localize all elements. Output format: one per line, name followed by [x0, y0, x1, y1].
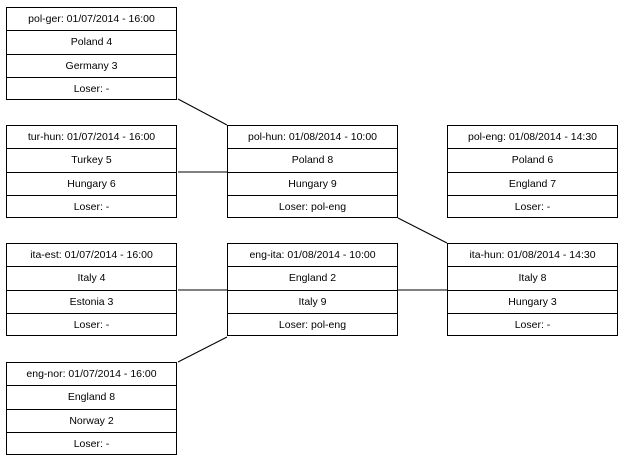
- match-header: eng-nor: 01/07/2014 - 16:00: [7, 363, 176, 387]
- connector-line: [177, 336, 228, 363]
- team-2-score: Germany 3: [7, 55, 176, 78]
- match-header: ita-est: 01/07/2014 - 16:00: [7, 244, 176, 268]
- match-header: eng-ita: 01/08/2014 - 10:00: [228, 244, 397, 268]
- match-header: pol-eng: 01/08/2014 - 14:30: [448, 126, 617, 150]
- match-box-pol-hun[interactable]: pol-hun: 01/08/2014 - 10:00 Poland 8 Hun…: [227, 125, 398, 218]
- match-header: pol-ger: 01/07/2014 - 16:00: [7, 8, 176, 32]
- match-box-tur-hun[interactable]: tur-hun: 01/07/2014 - 16:00 Turkey 5 Hun…: [6, 125, 177, 218]
- match-box-pol-ger[interactable]: pol-ger: 01/07/2014 - 16:00 Poland 4 Ger…: [6, 7, 177, 100]
- match-box-ita-est[interactable]: ita-est: 01/07/2014 - 16:00 Italy 4 Esto…: [6, 243, 177, 336]
- team-2-score: Estonia 3: [7, 291, 176, 314]
- team-2-score: Italy 9: [228, 291, 397, 314]
- loser-label: Loser: -: [73, 200, 110, 213]
- match-header: pol-hun: 01/08/2014 - 10:00: [228, 126, 397, 150]
- team-2-score: England 7: [448, 173, 617, 196]
- team-2-score: Hungary 3: [448, 291, 617, 314]
- team-2-score: Norway 2: [7, 410, 176, 433]
- loser-label: Loser: -: [514, 200, 551, 213]
- loser-label: Loser: pol-eng: [278, 200, 347, 213]
- team-1-score: Italy 4: [7, 267, 176, 291]
- match-box-pol-eng[interactable]: pol-eng: 01/08/2014 - 14:30 Poland 6 Eng…: [447, 125, 618, 218]
- match-header: tur-hun: 01/07/2014 - 16:00: [7, 126, 176, 150]
- match-box-eng-ita[interactable]: eng-ita: 01/08/2014 - 10:00 England 2 It…: [227, 243, 398, 336]
- match-header: ita-hun: 01/08/2014 - 14:30: [448, 244, 617, 268]
- team-1-score: England 2: [228, 267, 397, 291]
- loser-label: Loser: -: [73, 82, 110, 95]
- connector-line: [397, 217, 448, 244]
- match-box-eng-nor[interactable]: eng-nor: 01/07/2014 - 16:00 England 8 No…: [6, 362, 177, 455]
- loser-label: Loser: -: [514, 318, 551, 331]
- team-1-score: Poland 4: [7, 31, 176, 55]
- team-1-score: Poland 8: [228, 149, 397, 173]
- loser-label: Loser: pol-eng: [278, 318, 347, 331]
- team-1-score: Poland 6: [448, 149, 617, 173]
- connector-line: [177, 98, 228, 126]
- team-1-score: Turkey 5: [7, 149, 176, 173]
- team-1-score: England 8: [7, 386, 176, 410]
- loser-label: Loser: -: [73, 437, 110, 450]
- team-2-score: Hungary 9: [228, 173, 397, 196]
- team-1-score: Italy 8: [448, 267, 617, 291]
- match-box-ita-hun[interactable]: ita-hun: 01/08/2014 - 14:30 Italy 8 Hung…: [447, 243, 618, 336]
- loser-label: Loser: -: [73, 318, 110, 331]
- team-2-score: Hungary 6: [7, 173, 176, 196]
